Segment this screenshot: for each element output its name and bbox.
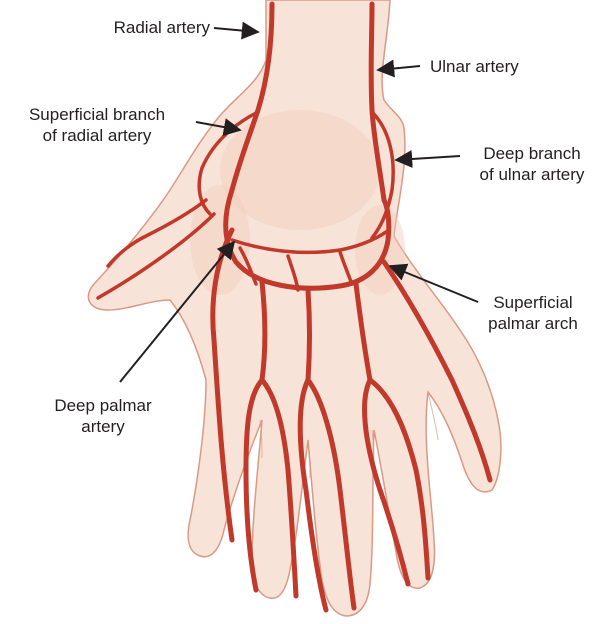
label-deep-palmar-artery: Deep palmar artery bbox=[38, 395, 168, 437]
label-superficial-palmar-arch: Superficial palmar arch bbox=[474, 292, 592, 334]
label-superficial-branch: Superficial branch of radial artery bbox=[2, 104, 192, 146]
label-radial-artery: Radial artery bbox=[80, 17, 210, 38]
pointer-deep-branch bbox=[396, 156, 460, 160]
label-deep-branch: Deep branch of ulnar artery bbox=[462, 143, 602, 185]
pointer-ulnar-artery bbox=[378, 66, 420, 70]
pointer-radial-artery bbox=[214, 28, 258, 32]
label-ulnar-artery: Ulnar artery bbox=[430, 56, 519, 77]
hand-outline bbox=[88, 0, 501, 616]
